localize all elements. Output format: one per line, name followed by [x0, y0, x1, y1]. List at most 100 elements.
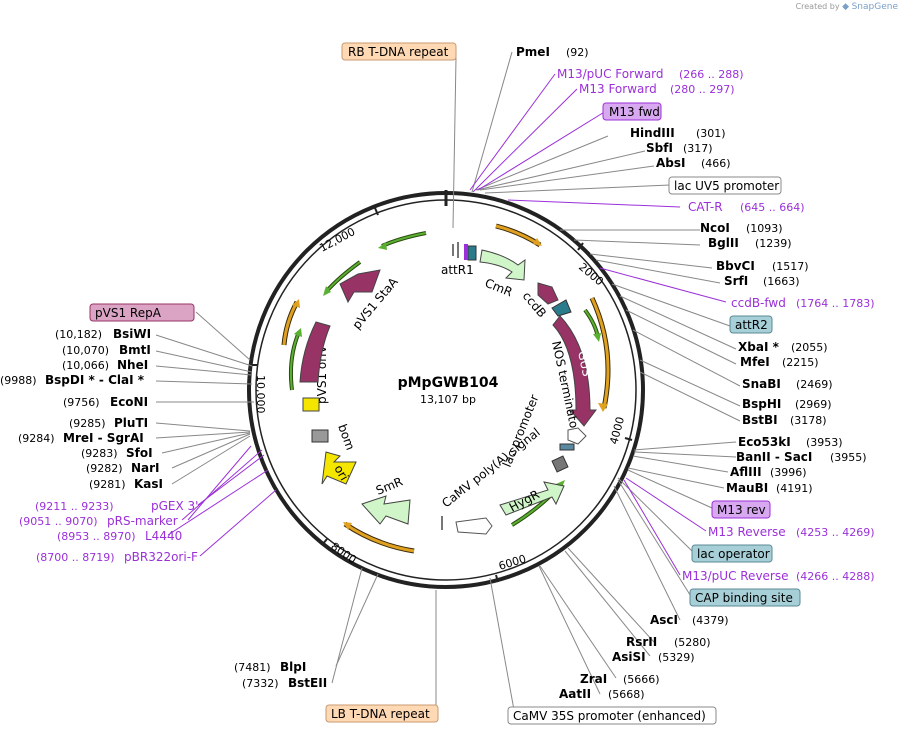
lac-promoter-marker [551, 455, 569, 473]
enzyme-leader-lines [155, 51, 741, 711]
tick-6000 [495, 574, 499, 583]
enzyme-mfei: MfeI [740, 355, 770, 369]
primer-cat-r-range: (645 .. 664) [740, 201, 805, 214]
primer-m13-puc-reverse: M13/pUC Reverse [682, 569, 789, 583]
attr2-marker [551, 299, 572, 317]
enzyme-aatii-pos: (5668) [608, 688, 645, 701]
enzyme-sbfi-pos: (317) [683, 142, 713, 155]
attr2-box [729, 315, 773, 334]
enzyme-rsrii: RsrII [626, 635, 657, 649]
lac-operator-label: lac operator [697, 547, 770, 561]
enzyme-blpi-pos: (7481) [234, 661, 271, 674]
pvs1-repa-box [89, 303, 195, 322]
tick-label-4000: 4000 [607, 415, 627, 445]
lac-uv5-promoter-label: lac UV5 promoter [674, 179, 779, 193]
enzyme-maubi: MauBI [726, 481, 768, 495]
ccdb-arrow [537, 282, 559, 305]
tick-8000 [321, 538, 328, 546]
enzyme-kasi: KasI [134, 477, 163, 491]
enzyme-bstbi: BstBI [742, 413, 778, 427]
enzyme-xbai: XbaI * [738, 340, 780, 354]
smr-label: SmR [374, 474, 405, 497]
m13-fwd-label: M13 fwd [609, 105, 660, 119]
gus-arrow [552, 315, 597, 427]
primer-ccdb-fwd-range: (1764 .. 1783) [796, 297, 875, 310]
primer-m13-reverse: M13 Reverse [708, 525, 786, 539]
enzyme-blpi: BlpI [280, 660, 306, 674]
enzyme-econi: EcoNI [110, 395, 148, 409]
plasmid-length: 13,107 bp [420, 393, 476, 406]
tick-label-10000: 10,000 [254, 375, 267, 414]
primer-marker-top [464, 244, 468, 260]
lac-operator-marker [559, 443, 575, 451]
enzyme-banii-saci: BanII - SacI [736, 450, 812, 464]
primer-pbr322ori-f: pBR322ori-F [124, 550, 198, 564]
enzyme-nari-pos: (9282) [86, 462, 123, 475]
enzyme-bmti-pos: (10,070) [62, 344, 109, 357]
m13-rev-label: M13 rev [717, 503, 766, 517]
attr2-label: attR2 [735, 318, 768, 332]
enzyme-afliii-pos: (3996) [770, 466, 807, 479]
camv-35s-promoter-box [507, 706, 717, 725]
enzyme-nhei-pos: (10,066) [62, 359, 109, 372]
enzyme-asci-pos: (4379) [692, 614, 729, 627]
enzyme-snabi-pos: (2469) [796, 378, 833, 391]
ori-arrow [321, 451, 357, 485]
bom-label: bom [335, 422, 357, 452]
enzyme-bsphi-pos: (2969) [795, 398, 832, 411]
enzyme-rsrii-pos: (5280) [674, 636, 711, 649]
nos-terminator-arrow [567, 427, 587, 445]
pvs1-oriv-marker [302, 397, 320, 412]
tick-12000 [374, 207, 379, 216]
enzyme-hindiii-pos: (301) [696, 127, 726, 140]
smr-arrow [361, 495, 411, 525]
m13-fwd-box [602, 102, 662, 121]
primer-m13-puc-forward: M13/pUC Forward [557, 67, 664, 81]
hygr-label: HygR [507, 487, 542, 514]
enzyme-bspdi-clai: BspDI * - ClaI * [45, 373, 145, 387]
attr1-marker [467, 245, 477, 261]
orf-arc-bottom [343, 521, 415, 554]
primer-l4440-range: (8953 .. 8970) [57, 530, 136, 543]
lac-operator-box [691, 544, 773, 563]
enzyme-pmei: PmeI [516, 45, 550, 59]
camv-35s-promoter-label: CaMV 35S promoter (enhanced) [513, 709, 706, 723]
ori-label: ori [331, 463, 351, 484]
enzyme-bbvci-pos: (1517) [772, 260, 809, 273]
cmr-arrow [479, 249, 526, 281]
enzyme-pluti-pos: (9285) [69, 417, 106, 430]
cmr-label: CmR [483, 276, 515, 300]
primer-m13-puc-forward-range: (266 .. 288) [679, 68, 744, 81]
enzyme-bsphi: BspHI [742, 397, 781, 411]
enzyme-mrei-sgrai-pos: (9284) [18, 432, 55, 445]
lac-uv5-promoter-box [668, 176, 782, 195]
lb-tdna-repeat-box [325, 704, 439, 723]
primer-m13-puc-reverse-range: (4266 .. 4288) [796, 570, 875, 583]
enzyme-banii-saci-pos: (3955) [830, 451, 867, 464]
enzyme-srfi-pos: (1663) [763, 275, 800, 288]
primer-pgex3: pGEX 3' [151, 499, 198, 513]
bom-marker [311, 429, 329, 443]
primer-ccdb-fwd: ccdB-fwd [731, 296, 786, 310]
rb-tdna-repeat-label: RB T-DNA repeat [348, 45, 449, 59]
primer-prs-marker-range: (9051 .. 9070) [19, 515, 98, 528]
enzyme-afliii: AflIII [730, 465, 762, 479]
pvs1-repa-label: pVS1 RepA [95, 306, 162, 320]
enzyme-absi: AbsI [656, 156, 685, 170]
snapgene-credit: Created by ◆ SnapGene [796, 2, 898, 12]
enzyme-mrei-sgrai: MreI - SgrAI [63, 431, 144, 445]
enzyme-bstbi-pos: (3178) [790, 414, 827, 427]
snapgene-logo-icon: ◆ [842, 2, 850, 12]
enzyme-sbfi: SbfI [646, 141, 673, 155]
enzyme-asci: AscI [650, 613, 678, 627]
enzyme-zrai: ZraI [580, 672, 607, 686]
credit-brand: SnapGene [851, 2, 898, 12]
primer-pgex3-range: (9211 .. 9233) [35, 500, 114, 513]
enzyme-eco53ki: Eco53kI [738, 435, 791, 449]
enzyme-absi-pos: (466) [701, 157, 731, 170]
enzyme-bmti: BmtI [119, 343, 151, 357]
enzyme-eco53ki-pos: (3953) [806, 436, 843, 449]
primer-m13-forward-range: (280 .. 297) [670, 83, 735, 96]
enzyme-pluti: PluTI [114, 416, 148, 430]
enzyme-zrai-pos: (5666) [623, 673, 660, 686]
